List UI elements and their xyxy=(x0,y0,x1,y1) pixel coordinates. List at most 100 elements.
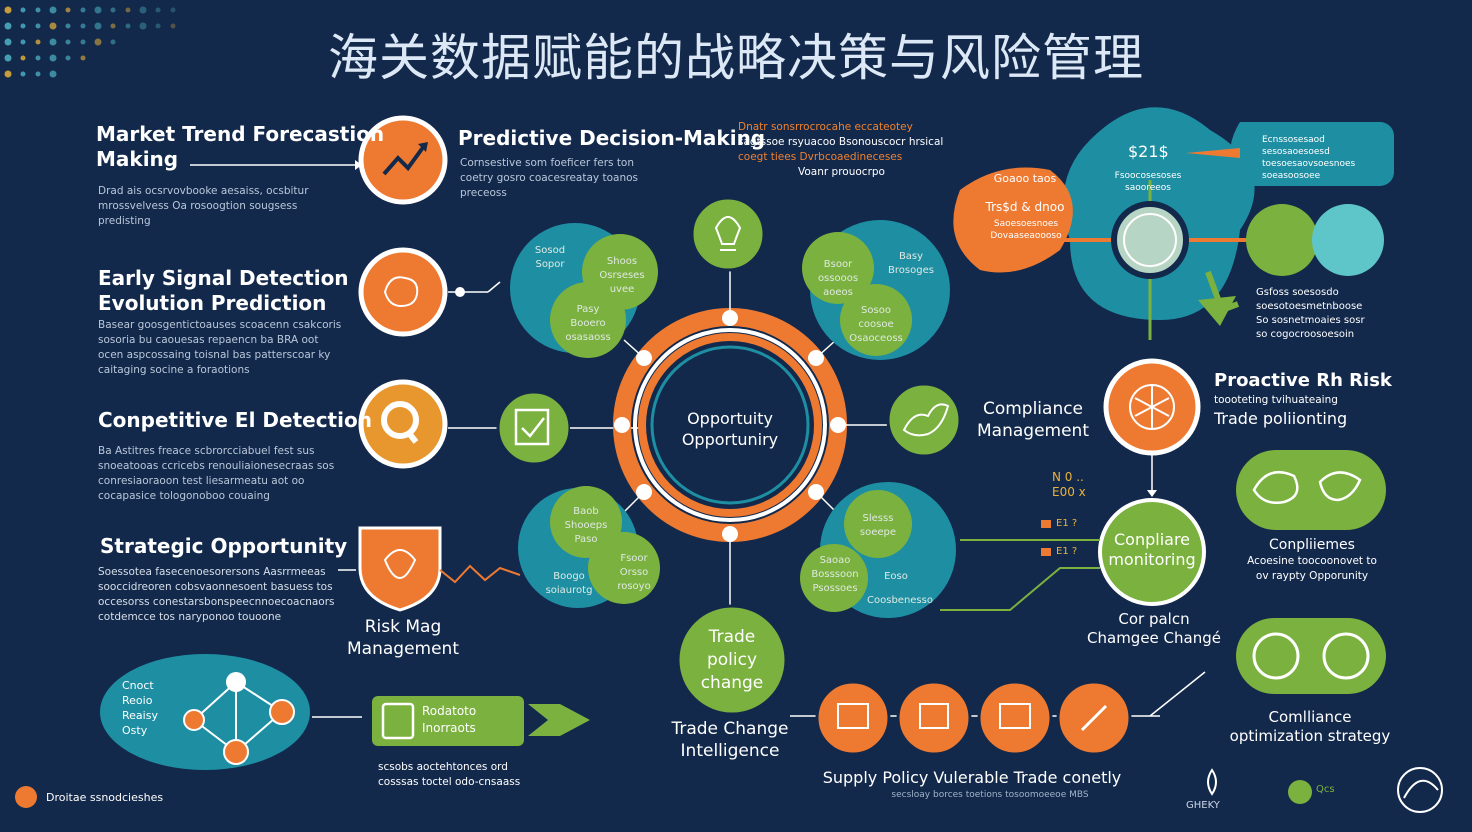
decor-dot xyxy=(94,38,102,46)
decor-dot xyxy=(125,23,131,29)
compliance-right-desc: Acoesine toocoonovet to ov raypty Opporu… xyxy=(1247,555,1377,582)
decor-dot xyxy=(20,39,26,45)
supply-title: Supply Policy Vulerable Trade conetly xyxy=(822,768,1122,787)
network-cluster-label: Cnoct Reoio Reaisy Osty xyxy=(122,679,158,737)
decor-dot xyxy=(155,7,161,13)
small-bar-a: N 0 .. E00 x xyxy=(1052,470,1086,499)
decor-dot xyxy=(4,54,12,62)
compliance-green-panel xyxy=(1236,450,1386,530)
footer-center-logo-text: GHEKY xyxy=(1186,800,1220,811)
compliance-right-title: Conpliiemes xyxy=(1269,537,1355,553)
orange-blob-label-3: Saoesoesnoes Dovaaseaoooso xyxy=(990,219,1062,241)
network-cyan-node xyxy=(1312,204,1384,276)
innovation-button-label: Rodatoto Inorraots xyxy=(422,704,477,735)
proactive-risk-line3: Trade poliionting xyxy=(1214,409,1348,428)
market-trend-desc: Drad ais ocsrvovbooke aesaiss, ocsbitur … xyxy=(98,185,309,227)
check-document-icon xyxy=(496,390,572,466)
decor-dot xyxy=(94,22,102,30)
footer-logo2-text: Qcs xyxy=(1316,784,1335,795)
decor-dot xyxy=(49,54,57,62)
top-center-line2: sagtssoe rsyuacoo Bsonouscocr hrsical xyxy=(738,136,944,148)
trade-change-label: Trade Change Intelligence xyxy=(671,719,789,761)
compliance-management-label: Compliance Management xyxy=(977,399,1089,441)
decor-dot xyxy=(49,22,57,30)
decor-dot xyxy=(4,22,12,30)
decor-dot xyxy=(170,23,176,29)
money-label: $21$ xyxy=(1128,142,1169,161)
footer-emblem-logo xyxy=(1207,768,1217,796)
decor-dot xyxy=(35,39,41,45)
top-center-line4: Voanr prouocrpo xyxy=(798,166,885,178)
right-cluster-c: Sosoo coosoe Osaoceoss xyxy=(849,305,903,344)
center-line2: Opportuniry xyxy=(681,430,779,449)
decor-dot xyxy=(110,7,116,13)
bl-cluster-c: Fsoor Orsso rosoyo xyxy=(617,553,651,592)
proactive-risk-line2: toooteting tvihuateaing xyxy=(1214,394,1338,406)
decor-dot xyxy=(20,71,26,77)
right-cluster-a: Bsoor ossooos aoeos xyxy=(817,259,859,298)
proactive-risk-title: Proactive Rh Risk xyxy=(1214,370,1392,391)
footer-globe-logo xyxy=(1397,767,1443,813)
strategic-opportunity-desc: Soessotea fasecenoesorersons Aasrrmeeas … xyxy=(98,566,335,623)
supply-icon-row xyxy=(815,680,1132,756)
network-green-node xyxy=(1246,204,1318,276)
network-blob xyxy=(100,654,310,770)
decor-dot xyxy=(65,7,71,13)
left-cluster-c: Pasy Booero osasaoss xyxy=(565,304,611,343)
hand-leaf-icon xyxy=(886,382,962,458)
decor-dot xyxy=(65,23,71,29)
compliance-monitoring-label: Conpliare monitoring xyxy=(1108,530,1196,569)
innovation-panel xyxy=(372,696,524,746)
decor-dot xyxy=(155,23,161,29)
top-right-desc: Gsfoss soesosdo soesotoesmetnboose So so… xyxy=(1256,287,1365,340)
dot-pattern-decoration xyxy=(4,6,176,78)
top-right-box-text: Ecnssosesaod sesosaoesoesd toesoesaovsoe… xyxy=(1262,135,1356,181)
decor-dot xyxy=(110,23,116,29)
decor-dot xyxy=(94,6,102,14)
footer-q-logo xyxy=(1288,780,1312,804)
decor-dot xyxy=(139,6,147,14)
compliance-change-label: Cor palcn Chamgee Changé xyxy=(1087,610,1221,647)
br-cluster-a: Slesss soeepe xyxy=(859,513,897,538)
compliance-right-block: Conpliiemes Acoesine toocoonovet to ov r… xyxy=(1232,536,1392,584)
signal-brain-icon xyxy=(358,247,448,337)
decor-dot xyxy=(20,55,26,61)
shield-tree-icon xyxy=(358,526,442,612)
trade-policy-change-node xyxy=(676,604,788,716)
market-trend-title: Market Trend Forecastion Making xyxy=(96,122,385,171)
right-cluster-b: Basy Brosoges xyxy=(888,251,934,276)
small-bar-b: E1 ? xyxy=(1056,518,1078,529)
strategic-opportunity-title: Strategic Opportunity xyxy=(100,534,348,558)
competitive-detection-title: Conpetitive El Detection xyxy=(98,408,372,432)
decor-dot xyxy=(80,7,86,13)
decor-dot xyxy=(80,39,86,45)
footer-left-text: Droitae ssnodcieshes xyxy=(46,791,164,804)
compliance-monitoring-node xyxy=(1098,498,1206,606)
left-cluster-a: Sosod Sopor xyxy=(534,245,566,270)
compliance-optimization-label: Comlliance optimization strategy xyxy=(1229,708,1391,745)
decor-dot xyxy=(35,23,41,29)
decor-dot xyxy=(139,22,147,30)
supply-desc: secsloay borces toetions tosoomoeeoe MBS xyxy=(891,790,1089,800)
top-center-line1: Dnatr sonsrrocrocahe eccateotey xyxy=(738,121,913,133)
decor-dot xyxy=(125,7,131,13)
br-cluster-d: Coosbenesso xyxy=(867,595,933,606)
decor-dot xyxy=(35,7,41,13)
br-cluster-b: Saoao Bosssoon Psossoes xyxy=(811,555,859,594)
money-sub-label: Fsoocosesoses saooreeos xyxy=(1114,171,1182,193)
trade-policy-label: Trade policy change xyxy=(700,627,764,693)
compliance-optimization-panel xyxy=(1236,618,1386,694)
page-title: 海关数据赋能的战略决策与风险管理 xyxy=(328,29,1144,87)
forward-arrow-icon xyxy=(528,704,590,736)
decor-dot xyxy=(170,7,176,13)
decor-dot xyxy=(35,71,41,77)
decor-dot xyxy=(49,70,57,78)
search-magnifier-icon xyxy=(358,379,448,469)
center-ring-label: Opportuity Opportuniry xyxy=(652,408,808,450)
decor-dot xyxy=(35,55,41,61)
left-cluster-b: Shoos Osrseses uvee xyxy=(599,256,645,295)
decor-dot xyxy=(4,70,12,78)
decor-dot xyxy=(4,38,12,46)
